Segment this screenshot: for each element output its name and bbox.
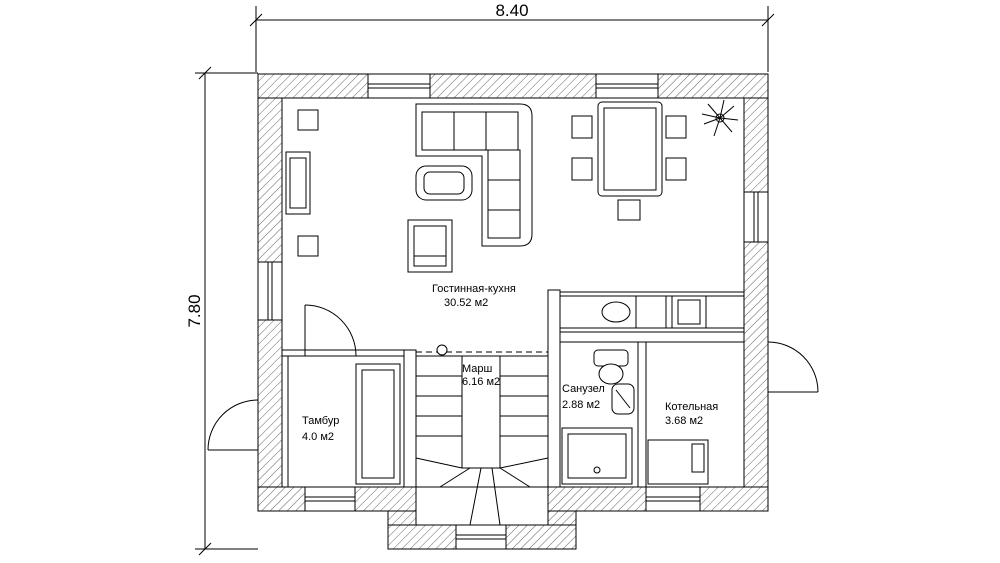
room-label-stairs: Марш 6.16 м2 [462,363,500,388]
room-label-bathroom: Санузел 2.88 м2 [562,383,605,411]
wardrobe [355,363,401,485]
doors [207,304,819,451]
room-name: Санузел [562,383,605,395]
tv-unit [285,109,319,257]
boiler-icon [647,439,709,485]
dining-table [571,101,687,221]
armchair [407,219,453,273]
plant-icon [701,99,739,137]
height-dimension-label: 7.80 [185,294,204,327]
shower-icon [561,427,633,485]
interior-walls [281,289,745,488]
room-name: Марш [462,363,493,375]
room-label-vestibule: Тамбур 4.0 м2 [302,415,339,443]
room-label-boiler: Котельная 3.68 м2 [665,401,718,427]
kitchen-counter [559,291,745,333]
room-name: Тамбур [302,415,339,427]
room-name: Гостинная-кухня [432,283,516,295]
dimension-width [249,6,775,72]
sink-icon [611,383,635,415]
windows [257,73,769,550]
room-name: Котельная [665,401,718,413]
room-area: 4.0 м2 [302,431,334,443]
staircase [415,344,549,526]
room-area: 2.88 м2 [562,399,600,411]
sofa [415,103,533,247]
room-label-living: Гостинная-кухня 30.52 м2 [432,283,516,309]
width-dimension-label: 8.40 [495,1,528,20]
toilet-icon [593,349,629,385]
dimension-height [195,66,258,556]
room-area: 6.16 м2 [462,376,500,388]
room-area: 3.68 м2 [665,415,703,427]
room-area: 30.52 м2 [444,297,488,309]
coffee-table [415,165,473,201]
